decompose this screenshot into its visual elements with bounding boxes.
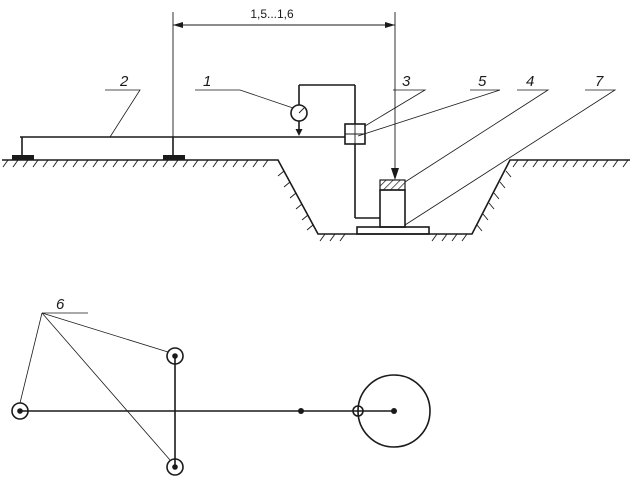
specimen-center <box>391 408 397 414</box>
side-view: 1,5...1,6 2 1 3 5 4 7 <box>2 7 630 242</box>
load-top <box>379 179 406 191</box>
ground-profile <box>2 159 630 242</box>
label-5: 5 <box>478 73 487 90</box>
base-plate <box>356 226 430 235</box>
dimension-label: 1,5...1,6 <box>250 7 294 21</box>
contact-point <box>352 405 364 417</box>
plan-view: 6 <box>11 296 431 476</box>
label-6: 6 <box>56 296 65 313</box>
label-4: 4 <box>526 73 534 90</box>
clamp-block <box>344 85 380 219</box>
dial-indicator <box>290 84 355 136</box>
reference-beam <box>12 136 345 160</box>
indicator-arrow <box>295 129 303 136</box>
leader-lines <box>105 89 617 226</box>
ground-hatching <box>2 159 629 242</box>
label-1: 1 <box>203 73 211 90</box>
label-3: 3 <box>402 73 411 90</box>
label-2: 2 <box>119 73 129 90</box>
left-support <box>12 155 34 160</box>
support-point-bottom <box>166 458 184 476</box>
load-specimen <box>356 179 430 235</box>
support-point-top <box>166 347 184 365</box>
dimension-annotation: 1,5...1,6 <box>172 7 399 180</box>
middle-support <box>163 155 185 160</box>
label-7: 7 <box>595 73 604 90</box>
gauge-point <box>298 408 304 414</box>
leader-lines-6 <box>19 312 171 461</box>
specimen-outline <box>357 374 431 448</box>
